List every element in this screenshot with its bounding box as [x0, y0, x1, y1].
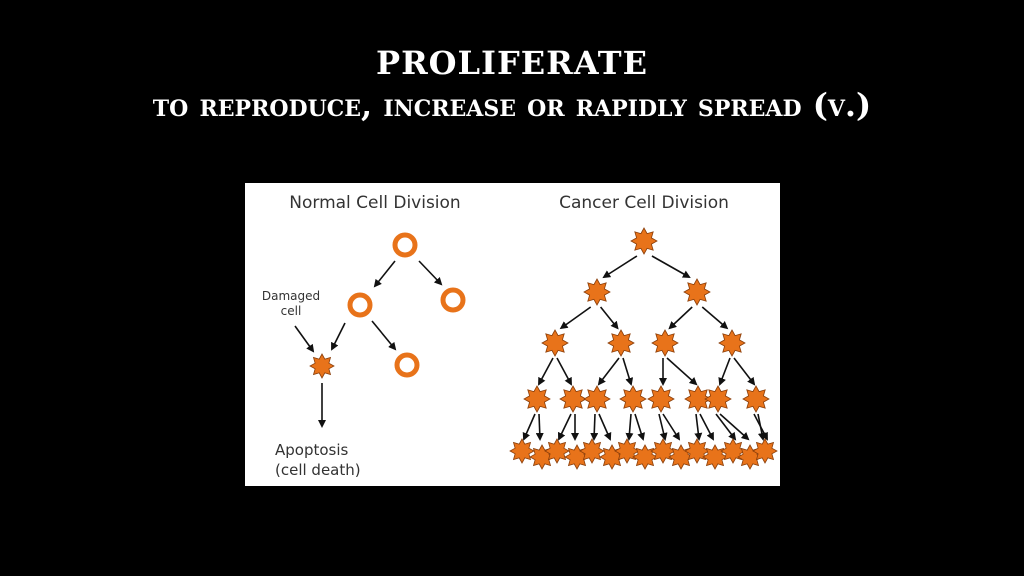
- division-arrow: [719, 413, 750, 441]
- division-arrow: [371, 320, 397, 351]
- cancer-cell: [684, 438, 710, 464]
- cancer-cell: [683, 278, 711, 306]
- division-arrow: [701, 306, 729, 330]
- slide-title: PROLIFERATE: [376, 31, 648, 85]
- cancer-cell: [630, 227, 658, 255]
- division-arrow: [694, 413, 703, 441]
- division-arrow: [522, 413, 536, 441]
- division-arrow: [668, 306, 693, 330]
- normal-cell: [440, 287, 466, 313]
- division-arrow: [598, 413, 612, 441]
- cancer-cell: [742, 385, 770, 413]
- normal-cell: [394, 352, 420, 378]
- division-arrow: [634, 413, 645, 441]
- cancer-cell: [583, 278, 611, 306]
- damaged-cell-arrow: [294, 325, 315, 353]
- division-arrow: [590, 413, 599, 441]
- cancer-cell: [619, 385, 647, 413]
- cancer-cell: [541, 329, 569, 357]
- apoptosis-label-line2: (cell death): [275, 461, 361, 479]
- cancer-cell: [583, 385, 611, 413]
- arrows-layer: [294, 255, 768, 441]
- cancer-cell: [718, 329, 746, 357]
- division-arrow: [556, 357, 572, 386]
- division-arrow: [699, 413, 714, 441]
- division-arrow: [715, 413, 737, 441]
- division-arrow: [559, 306, 592, 330]
- division-arrow: [622, 357, 634, 386]
- apoptosis-label-line1: Apoptosis: [275, 441, 349, 459]
- normal-cell: [347, 292, 373, 318]
- cancer-cell: [607, 329, 635, 357]
- cancer-cell: [704, 385, 732, 413]
- damaged-cell-label-line1: Damaged: [262, 289, 320, 303]
- division-arrow: [599, 306, 619, 330]
- division-arrow: [602, 255, 638, 279]
- damaged-cell-label-line2: cell: [281, 304, 302, 318]
- normal-cell: [392, 232, 418, 258]
- division-arrow: [666, 357, 698, 386]
- cancer-cell: [544, 438, 570, 464]
- cancer-cell: [650, 438, 676, 464]
- cancer-cell: [523, 385, 551, 413]
- cancer-cell: [752, 438, 778, 464]
- division-arrow: [625, 413, 634, 441]
- slide-subtitle: TO REPRODUCE, INCREASE OR RAPIDLY SPREAD…: [152, 86, 872, 124]
- cancer-cell: [651, 329, 679, 357]
- cancer-cell: [702, 444, 728, 470]
- division-arrow: [373, 260, 396, 288]
- cancer-cell: [647, 385, 675, 413]
- cancer-cell: [579, 438, 605, 464]
- division-arrow: [597, 357, 620, 386]
- division-arrow: [658, 413, 668, 441]
- cancer-cell: [559, 385, 587, 413]
- division-arrow: [557, 413, 572, 441]
- division-arrow: [538, 357, 554, 386]
- cells-layer: [309, 227, 778, 470]
- cancer-cell: [614, 438, 640, 464]
- cancer-cell: [632, 444, 658, 470]
- division-arrow: [535, 413, 544, 441]
- division-arrow: [757, 413, 766, 441]
- cancer-cell: [509, 438, 535, 464]
- cancer-cell: [684, 385, 712, 413]
- diagram-svg: Normal Cell Division Cancer Cell Divisio…: [262, 193, 778, 479]
- division-arrow: [718, 357, 731, 386]
- division-arrow: [651, 255, 691, 278]
- cancer-division-heading: Cancer Cell Division: [559, 193, 729, 213]
- division-arrow: [418, 260, 443, 286]
- normal-division-heading: Normal Cell Division: [289, 193, 460, 213]
- cell-division-diagram: Normal Cell Division Cancer Cell Divisio…: [245, 183, 780, 486]
- division-arrow: [733, 357, 756, 386]
- damaged-cell: [309, 353, 335, 379]
- division-arrow: [662, 413, 681, 441]
- division-arrow: [331, 322, 346, 351]
- cancer-cell: [720, 438, 746, 464]
